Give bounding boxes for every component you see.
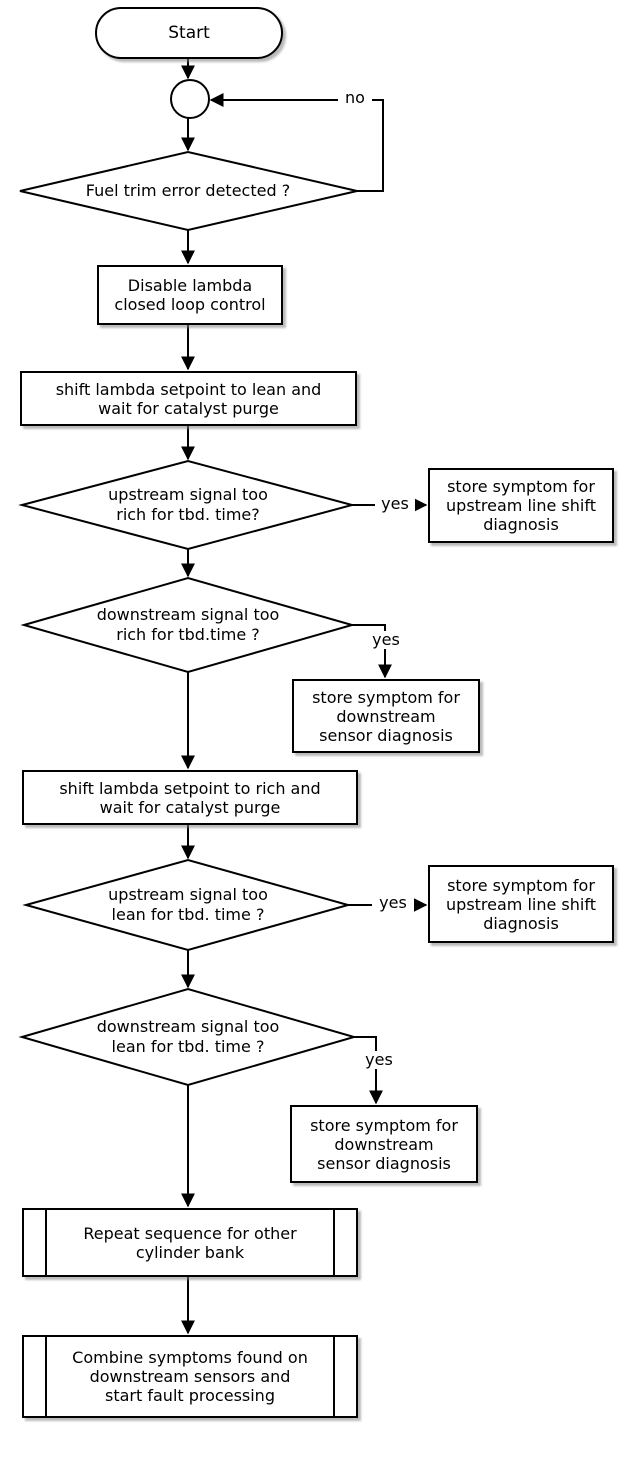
subroutine-repeat: Repeat sequence for other cylinder bank	[22, 1208, 358, 1277]
start-label: Start	[168, 22, 210, 43]
process-disable-lambda: Disable lambda closed loop control	[97, 265, 283, 325]
edge-yes-downstream-lean	[354, 1036, 383, 1105]
store-upstream-rich: store symptom for upstream line shift di…	[428, 468, 614, 543]
edge-label-yes-upstream-rich: yes	[375, 495, 415, 513]
store-downstream-rich: store symptom for downstream sensor diag…	[292, 679, 480, 753]
decision-downstream-lean-shape	[18, 987, 358, 1087]
store-upstream-lean: store symptom for upstream line shift di…	[428, 865, 614, 943]
decision-fuel-trim-label: Fuel trim error detected ?	[85, 181, 291, 200]
edge-label-yes-downstream-lean: yes	[358, 1051, 400, 1069]
subroutine-combine: Combine symptoms found on downstream sen…	[22, 1335, 358, 1418]
edge-label-no: no	[338, 89, 372, 107]
decision-downstream-rich-label: downstream signal too rich for tbd.time …	[96, 605, 280, 644]
edge-label-yes-downstream-rich: yes	[365, 631, 407, 649]
edge-yes-downstream-rich	[352, 624, 392, 679]
decision-fuel-trim-shape	[19, 150, 358, 232]
edge-no-loop	[209, 93, 384, 192]
decision-downstream-rich-shape	[20, 576, 356, 674]
store-downstream-lean: store symptom for downstream sensor diag…	[290, 1105, 478, 1183]
process-shift-lean: shift lambda setpoint to lean and wait f…	[20, 371, 357, 426]
edge-label-yes-upstream-lean: yes	[372, 894, 414, 912]
decision-upstream-lean-label: upstream signal too lean for tbd. time ?	[108, 885, 268, 924]
decision-upstream-lean-shape	[22, 858, 352, 952]
start-node: Start	[95, 7, 283, 59]
process-shift-rich: shift lambda setpoint to rich and wait f…	[22, 770, 358, 825]
decision-upstream-rich-shape	[18, 459, 356, 551]
loop-junction-circle	[170, 79, 210, 119]
decision-downstream-lean-label: downstream signal too lean for tbd. time…	[96, 1017, 280, 1056]
decision-upstream-rich-label: upstream signal too rich for tbd. time?	[108, 485, 268, 524]
